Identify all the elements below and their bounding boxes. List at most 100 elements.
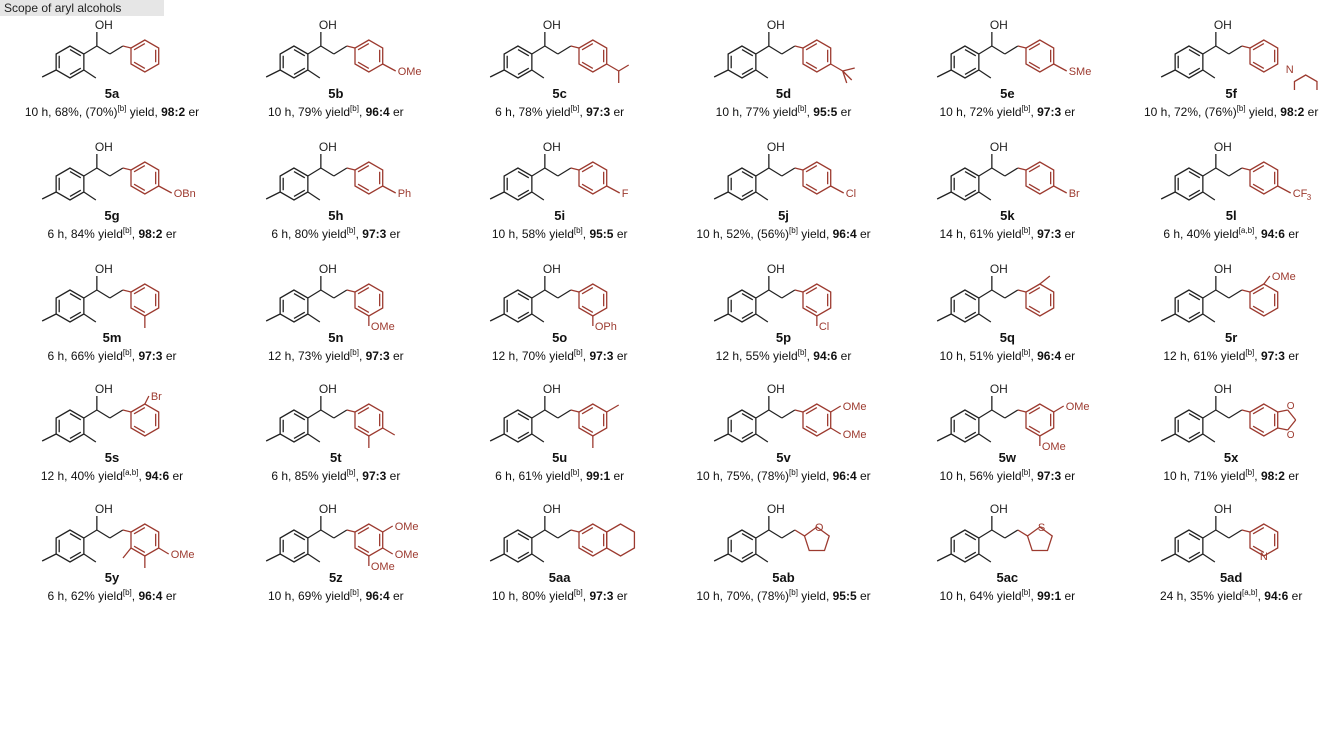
enantiomeric-ratio: 98:2 [1260,469,1285,483]
hydroxyl-label: OH [95,262,113,276]
aryl-bond [1018,289,1027,293]
aryl-bond [346,167,355,171]
methyl-bond [265,433,281,442]
time-yield-text: 10 h, 69% yield [267,589,351,603]
xylyl-ring-double-bond [293,292,305,301]
aryl-ring-double-bond [1029,42,1041,51]
footnote-marker: [b] [1245,348,1255,357]
aryl-bond [794,289,803,293]
xylyl-ring [1174,409,1204,443]
footnote-marker: [b] [346,226,356,235]
enantiomeric-ratio: 96:4 [138,589,163,603]
footnote-marker: [b] [573,226,583,235]
time-yield-text: 10 h, 72% yield [939,105,1022,119]
methyl-bond [307,433,321,443]
bond [83,45,98,55]
aryl-ring [1249,283,1279,317]
aryl-bond [122,529,132,533]
xylyl-ring-double-bond [965,48,977,57]
xylyl-ring [1174,529,1204,563]
enantiomeric-ratio: 97:3 [138,349,163,363]
aryl-bond [122,409,132,413]
bond [96,45,111,55]
bond [1215,409,1230,419]
aryl-ring-double-bond [1252,183,1265,192]
separator-text: , [131,349,139,363]
methyl-bond [978,313,992,323]
bond [320,45,335,55]
compound-label: 5k [1000,208,1015,223]
bond [1202,289,1217,299]
methyl-bond [606,404,619,413]
aryl-ring [130,523,160,557]
hydroxyl-label: OH [319,502,337,516]
hydroxyl-label: OH [319,140,337,154]
tert-butyl-bond [841,70,852,81]
enantiomeric-ratio: 97:3 [589,349,614,363]
methyl-bond [83,553,97,563]
xylyl-ring-double-bond [517,532,529,541]
xylyl-ring-double-bond [741,189,753,198]
aryl-bond [570,409,579,413]
xylyl-ring [279,45,309,79]
aryl-ring-double-bond [357,545,370,554]
reaction-result: 10 h, 58% yield[b], 95:5 er [448,226,672,241]
methyl-bond [1161,433,1176,442]
time-yield-text: 14 h, 61% yield [939,227,1022,241]
heteroatom-label: S [1038,522,1045,534]
bond [978,409,993,419]
aryl-ring-double-bond [357,406,370,415]
er-unit: er [610,469,625,483]
compound-label: 5ac [996,570,1019,585]
bond [109,529,124,539]
bond [1004,289,1019,299]
methyl-bond [265,313,281,322]
bond [978,45,993,55]
footnote-marker: [a,b] [1242,588,1258,597]
compound-label: 5m [102,330,122,345]
xylyl-ring-double-bond [69,551,82,560]
er-unit: er [162,227,177,241]
xylyl-ring-double-bond [517,551,529,560]
aryl-ring-double-bond [581,305,593,314]
aryl-ring [130,39,160,73]
aryl-ring-double-bond [581,164,593,173]
bond [1228,529,1243,539]
structure-drawing: OHF [489,140,628,201]
time-yield-text: 12 h, 40% yield [40,469,123,483]
bond [531,529,545,539]
xylyl-ring [279,529,309,563]
aryl-ring [354,403,384,437]
aryl-bond [1241,409,1251,413]
footnote-marker: [b] [789,588,798,597]
time-yield-text: 6 h, 80% yield [271,227,347,241]
footnote-marker: [b] [350,104,359,113]
pyridine-nitrogen-label: N [1260,551,1268,563]
time-yield-text: 10 h, 58% yield [491,227,574,241]
xylyl-ring-double-bond [741,532,753,541]
structure-drawing: OH [41,18,160,79]
bond [83,409,98,419]
time-yield-text: 6 h, 78% yield [495,105,571,119]
methyl-bond [41,191,57,200]
er-unit: er [169,469,184,483]
methoxy-bond [158,547,170,555]
enantiomeric-ratio: 98:2 [138,227,163,241]
xylyl-ring [1174,167,1204,201]
compound-label: 5q [999,330,1015,345]
reaction-result: 6 h, 84% yield[b], 98:2 er [0,226,224,241]
xylyl-ring-double-bond [1188,48,1201,57]
methyl-bond [307,553,321,563]
trifluoromethyl-label: CF [1293,188,1308,200]
xylyl-ring-double-bond [965,170,977,179]
compound-label: 5p [775,330,792,345]
aryl-ring-double-bond [133,183,146,192]
phenyl-bond [382,185,396,194]
bond [307,45,322,55]
